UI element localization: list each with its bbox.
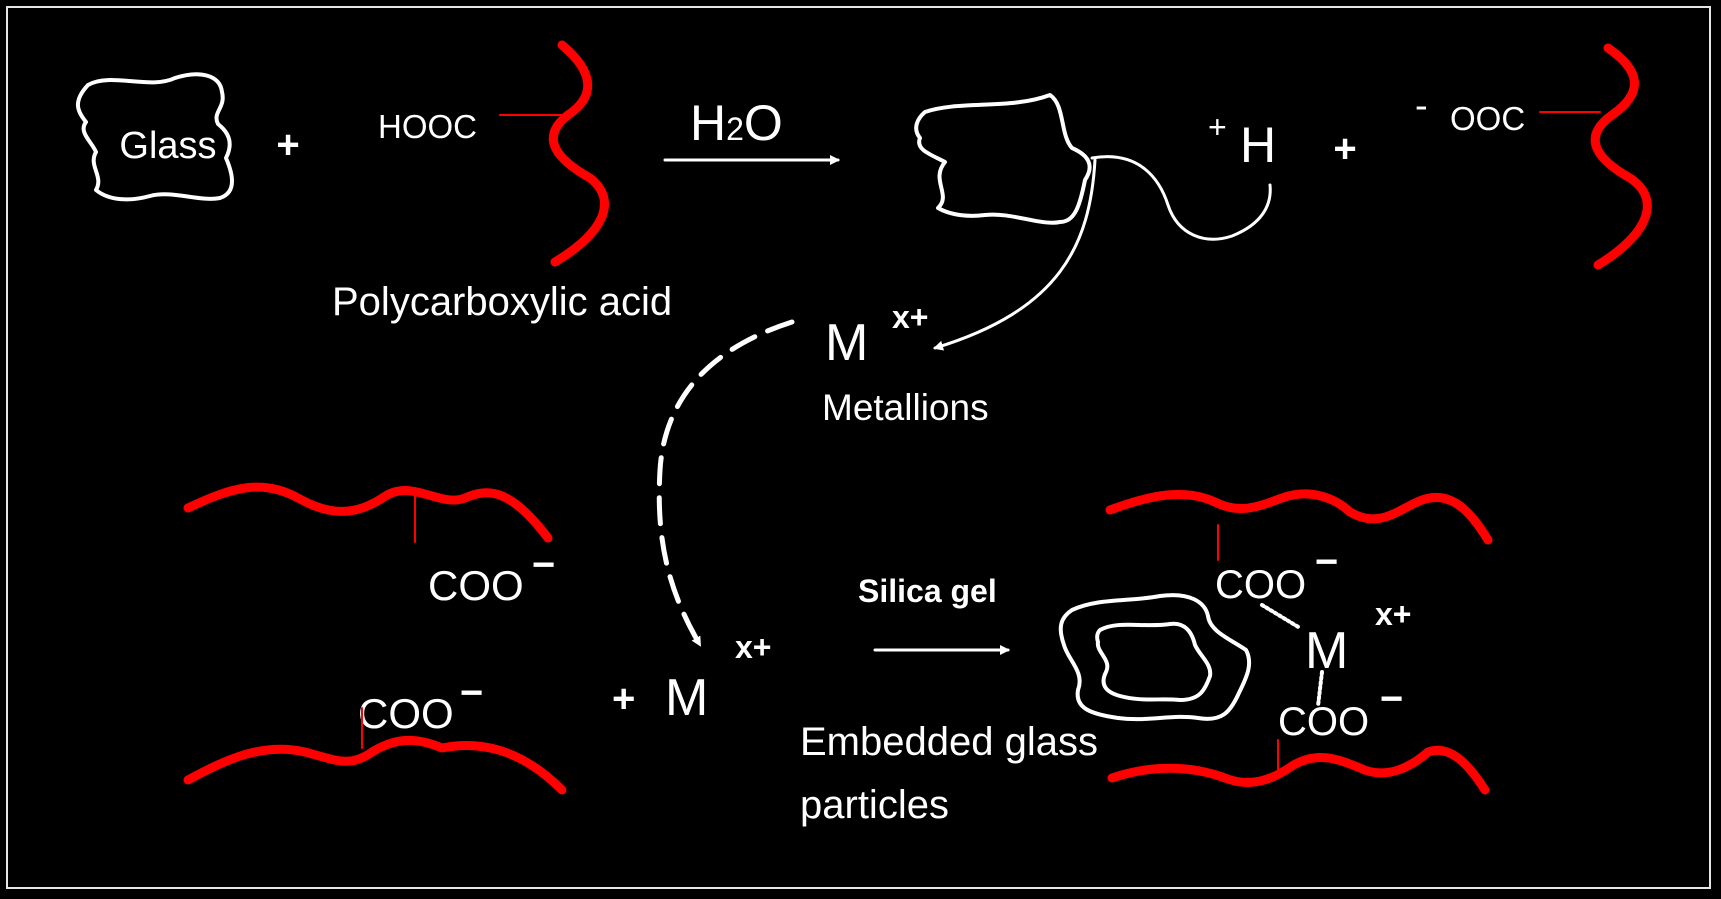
carboxylate-label-lower: COO [358, 690, 454, 737]
crosslink-charge-upper: − [1315, 540, 1338, 584]
polycarboxylic-acid-label: Polycarboxylic acid [332, 280, 672, 324]
silica-gel-label: Silica gel [858, 573, 997, 609]
glass-label: Glass [119, 125, 216, 167]
h2o-label: H2O [690, 95, 783, 151]
plus-sign-1: + [276, 123, 299, 167]
metal-ion-charge: x+ [892, 299, 928, 335]
hooc-label: HOOC [378, 108, 477, 145]
polyacid-chain-lower-left [183, 735, 567, 795]
glass-particle-outline [76, 72, 234, 202]
metal-ion-charge-bottom: x+ [735, 629, 771, 665]
ooc-minus-sign: - [1415, 85, 1428, 127]
crosslink-charge-lower: − [1380, 677, 1403, 721]
embedded-glass-outer [1058, 593, 1252, 722]
carboxylate-label-upper: COO [428, 562, 524, 609]
ionic-bond-upper [1260, 603, 1302, 630]
metal-ion-label-bottom: M [665, 669, 708, 727]
polycarboxylic-acid-chain [548, 40, 609, 267]
plus-sign-2: + [1333, 127, 1356, 171]
crosslink-carboxylate-lower: COO [1278, 700, 1369, 744]
slide-border [6, 6, 1711, 889]
embedded-glass-inner [1095, 621, 1213, 702]
polyacid-chain-upper-left [183, 482, 553, 543]
crosslink-carboxylate-upper: COO [1215, 563, 1306, 607]
crosslinked-chain-lower [1107, 745, 1490, 795]
metal-ion-migration-arrow [656, 319, 795, 648]
reacting-glass-outline [914, 93, 1092, 225]
hydrogen-plus-sign: + [1208, 109, 1227, 145]
crosslinked-chain-upper [1105, 489, 1493, 545]
metal-ion-label: M [825, 314, 868, 372]
metallions-label: Metallions [822, 387, 989, 428]
plus-sign-3: + [612, 677, 635, 721]
embedded-glass-label-line1: Embedded glass [800, 720, 1098, 764]
hydrogen-ion-label: H [1240, 117, 1276, 173]
ionized-polyacid-chain [1590, 43, 1652, 270]
crosslink-metal-charge: x+ [1375, 596, 1411, 632]
reacting-glass-tail [1090, 155, 1272, 241]
carboxylate-charge-lower: − [460, 671, 483, 715]
ionic-bond-lower [1316, 670, 1324, 708]
carboxylate-charge-upper: − [532, 543, 555, 587]
metal-ion-release-arrow [933, 158, 1097, 351]
ooc-label: OOC [1450, 100, 1525, 137]
crosslink-metal-ion: M [1305, 622, 1348, 680]
embedded-glass-label-line2: particles [800, 783, 949, 827]
